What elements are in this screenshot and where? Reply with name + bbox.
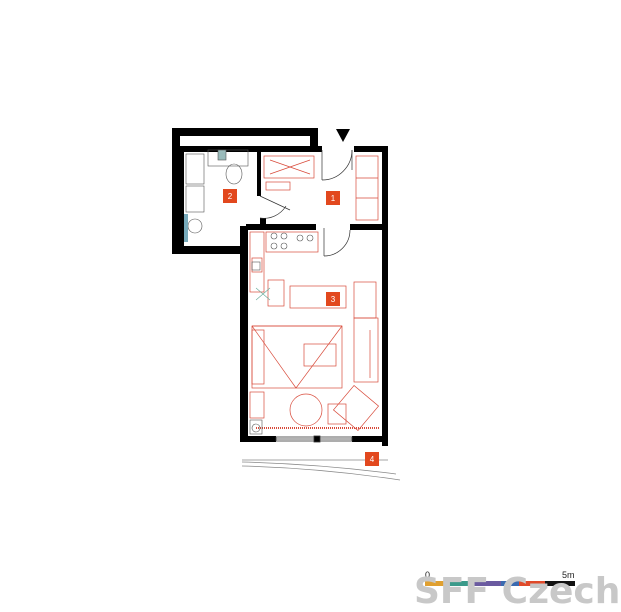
scale-start-label: 0 <box>425 570 430 580</box>
svg-text:2: 2 <box>228 192 233 201</box>
scale-segment <box>501 581 519 586</box>
room-label-1: 1 <box>326 191 340 205</box>
entrance-arrow-icon <box>336 129 350 142</box>
doors <box>259 149 353 257</box>
scale-segment <box>519 581 545 586</box>
watermark: SFF Czech <box>414 571 621 612</box>
svg-text:4: 4 <box>370 455 375 464</box>
scale-segment <box>447 581 473 586</box>
walls <box>172 128 388 446</box>
furniture <box>241 155 401 481</box>
fixtures <box>184 149 314 435</box>
scale-segment <box>473 581 501 586</box>
room-label-3: 3 <box>326 292 340 306</box>
room-label-4: 4 <box>365 452 379 466</box>
scale-end-label: 5m <box>562 570 575 580</box>
svg-text:3: 3 <box>331 295 336 304</box>
scale-bar: 0 5m <box>425 570 575 586</box>
svg-text:1: 1 <box>331 194 336 203</box>
scale-segment <box>425 581 447 586</box>
room-label-2: 2 <box>223 189 237 203</box>
scale-segment <box>545 581 575 586</box>
south-window <box>275 435 353 443</box>
